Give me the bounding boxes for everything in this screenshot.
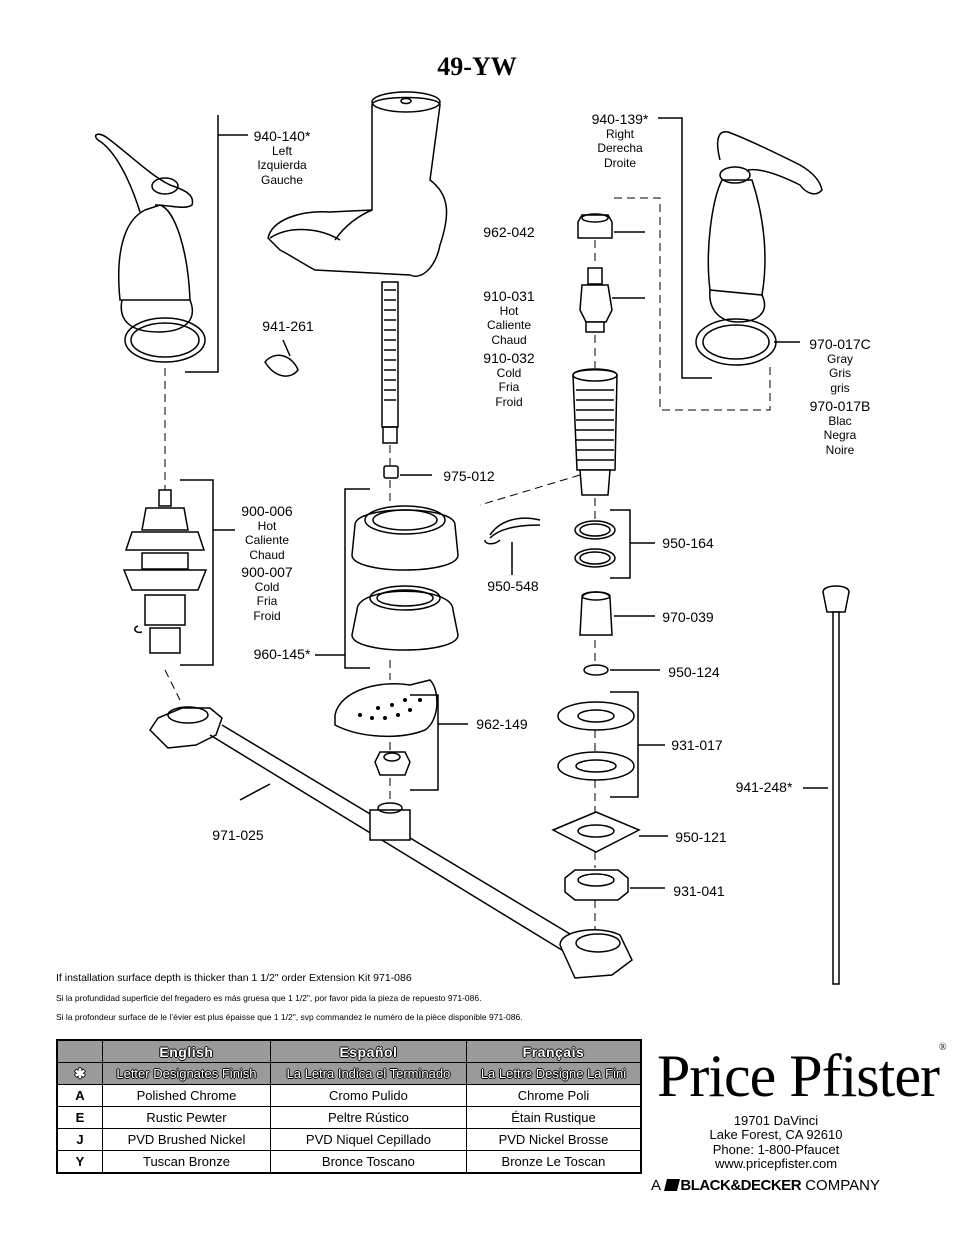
table-cell: Cromo Pulido bbox=[269, 1084, 467, 1107]
address-phone: Phone: 1-800-Pfaucet bbox=[712, 1141, 840, 1157]
table-cell: Tuscan Bronze bbox=[102, 1150, 271, 1174]
table-cell: Rustic Pewter bbox=[102, 1106, 271, 1129]
crossover-tube-part bbox=[149, 706, 633, 979]
label-931-017: 931-017 bbox=[671, 737, 723, 753]
extension-note-spanish: Si la profundidad superficie del fregade… bbox=[56, 993, 482, 1003]
mounting-bracket-part bbox=[334, 679, 438, 738]
table-cell: Polished Chrome bbox=[102, 1084, 271, 1107]
right-handle-part bbox=[695, 131, 823, 366]
label-962-149: 962-149 bbox=[476, 716, 528, 732]
label-940-139: 940-139* Right Derecha Droite bbox=[591, 111, 649, 170]
label-950-124: 950-124 bbox=[668, 664, 720, 680]
left-cartridge-part bbox=[122, 489, 208, 654]
label-970-039: 970-039 bbox=[662, 609, 714, 625]
label-950-121: 950-121 bbox=[675, 829, 727, 845]
table-cell: Peltre Rústico bbox=[269, 1106, 467, 1129]
parent-company-line: A BLACK&DECKER COMPANY bbox=[651, 1177, 880, 1194]
finish-code: A bbox=[56, 1084, 103, 1107]
table-cell: Étain Rustique bbox=[465, 1106, 642, 1129]
faucet-spout-part bbox=[267, 91, 448, 444]
label-950-164: 950-164 bbox=[662, 535, 714, 551]
address-line: Lake Forest, CA 92610 bbox=[709, 1127, 843, 1143]
table-subheader-row: ✱ Letter Designates Finish La Letra Indi… bbox=[56, 1062, 642, 1085]
header-french: Français bbox=[465, 1039, 642, 1063]
table-cell: PVD Nickel Brosse bbox=[465, 1128, 642, 1151]
table-cell: Letter Designates Finish bbox=[102, 1062, 271, 1085]
label-950-548: 950-548 bbox=[487, 578, 539, 594]
label-971-025: 971-025 bbox=[212, 827, 264, 843]
table-cell: La Lettre Designe La Fini bbox=[465, 1062, 642, 1085]
label-910-032: 910-032 Cold Fria Froid bbox=[483, 350, 535, 409]
label-962-042: 962-042 bbox=[483, 224, 535, 240]
label-970-017C: 970-017C Gray Gris gris bbox=[809, 336, 871, 395]
table-header-row: English Español Français bbox=[56, 1039, 642, 1063]
extension-note-english: If installation surface depth is thicker… bbox=[56, 972, 412, 984]
mounting-nut-part bbox=[374, 751, 411, 776]
finish-code: Y bbox=[56, 1150, 103, 1174]
label-975-012: 975-012 bbox=[443, 468, 495, 484]
left-handle-part bbox=[94, 133, 206, 363]
model-title: 49-YW bbox=[437, 52, 517, 81]
label-941-261: 941-261 bbox=[262, 318, 314, 334]
label-900-006: 900-006 Hot Caliente Chaud bbox=[241, 503, 293, 562]
table-cell: Bronze Le Toscan bbox=[465, 1150, 642, 1174]
table-cell: Bronce Toscano bbox=[269, 1150, 467, 1174]
black-decker-hexagon-icon bbox=[664, 1179, 681, 1191]
label-940-140: 940-140* Left Izquierda Gauche bbox=[253, 128, 311, 187]
address-line: 19701 DaVinci bbox=[733, 1113, 819, 1128]
label-900-007: 900-007 Cold Fria Froid bbox=[241, 564, 293, 623]
label-941-248: 941-248* bbox=[735, 779, 793, 795]
website-link[interactable]: www.pricepfister.com bbox=[714, 1155, 838, 1171]
table-cell: PVD Niquel Cepillado bbox=[269, 1128, 467, 1151]
table-cell: La Letra Indica el Terminado bbox=[269, 1062, 467, 1085]
header-spanish: Español bbox=[269, 1039, 467, 1063]
label-931-041: 931-041 bbox=[673, 883, 725, 899]
finish-code: J bbox=[56, 1128, 103, 1151]
price-pfister-logo: Price Pfister® bbox=[657, 1042, 946, 1109]
extension-note-french: Si la profondeur surface de le l’évier e… bbox=[56, 1012, 523, 1022]
company-address: 19701 DaVinci Lake Forest, CA 92610 Phon… bbox=[686, 1113, 866, 1171]
table-row: J PVD Brushed Nickel PVD Niquel Cepillad… bbox=[56, 1128, 642, 1151]
header-code bbox=[56, 1039, 103, 1063]
finish-table: English Español Français ✱ Letter Design… bbox=[56, 1039, 642, 1174]
table-cell: PVD Brushed Nickel bbox=[102, 1128, 271, 1151]
label-970-017B: 970-017B Blac Negra Noire bbox=[809, 398, 871, 457]
table-cell: Chrome Poli bbox=[465, 1084, 642, 1107]
header-english: English bbox=[102, 1039, 271, 1063]
label-910-031: 910-031 Hot Caliente Chaud bbox=[483, 288, 535, 347]
aerator-part bbox=[264, 354, 299, 377]
right-cartridge-part bbox=[572, 213, 618, 496]
table-row: A Polished Chrome Cromo Pulido Chrome Po… bbox=[56, 1084, 642, 1107]
table-row: Y Tuscan Bronze Bronce Toscano Bronze Le… bbox=[56, 1150, 642, 1174]
escutcheon-part bbox=[351, 505, 459, 651]
finish-code: E bbox=[56, 1106, 103, 1129]
table-row: E Rustic Pewter Peltre Rústico Étain Rus… bbox=[56, 1106, 642, 1129]
asterisk-icon: ✱ bbox=[56, 1062, 103, 1085]
popup-rod-part bbox=[822, 585, 850, 985]
label-960-145: 960-145* bbox=[253, 646, 311, 662]
